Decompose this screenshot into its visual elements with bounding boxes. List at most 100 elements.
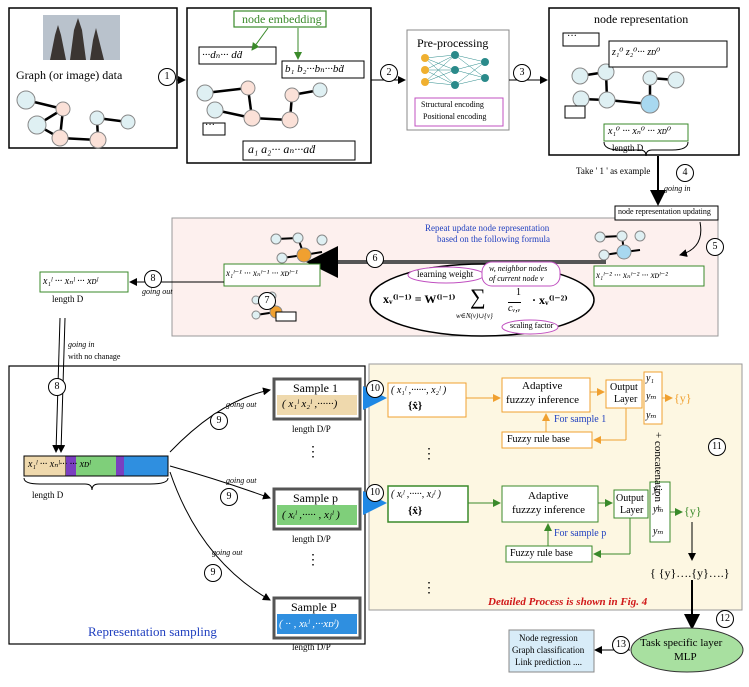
step-6: 6 [366,250,384,268]
output-layer-p-b: Layer [620,505,644,516]
fuzzy-vdots-2: ⋮ [422,581,436,596]
preprocessing-label: Pre-processing [417,36,489,50]
ym-row1: yₘ [646,391,657,402]
formula-lhs: xᵥ⁽ˡ⁻¹⁾ = W⁽ˡ⁻¹⁾ [383,292,456,306]
fuzzy-vec-p: ( xᵢˡ ,·····, xⱼˡ ) [391,489,441,500]
neighbor-note-2: of current node v [489,274,544,283]
fuzzy-vec-1: ( x₁ˡ ,······, x₂ˡ ) [391,385,447,396]
output-layer-1-b: Layer [614,394,638,405]
rule-base-1: Fuzzy rule base [507,434,570,445]
going-out-sp: going out [226,476,257,485]
going-out-sP: going out [212,548,243,557]
vec-l2: x₁ˡ⁻² ··· xₙˡ⁻² ··· xᴅˡ⁻² [596,270,668,280]
step-2: 2 [380,64,398,82]
adaptive-p-b: fuzzzy inference [512,504,585,516]
mlp-label-1: Task specific layer [640,637,723,649]
step-12: 12 [716,610,734,628]
output-layer-1-a: Output [610,382,638,393]
graph-data-label: Graph (or image) data [16,68,123,82]
repeat-text-1: Repeat update node representation [425,223,550,233]
samplep-vector: ( xᵢˡ ,····· , xⱼˡ ) [282,509,340,521]
structural-encoding: Structural encoding [421,100,484,109]
sampling-bar-text: x₁ˡ ··· xₙˡ··· ··· xᴅˡ [28,459,91,470]
formula-frac-top: 1 [516,287,521,298]
formula-sum: ∑ [470,284,486,309]
node-embedding-label: node embedding [242,12,322,26]
formula-rhs: · xᵥ⁽ˡ⁻²⁾ [532,293,568,307]
sample1-length: length D/P [292,424,331,434]
adaptive-1-b: fuzzzy inference [506,394,579,406]
sampleP-title: Sample P [291,600,337,614]
embedding-d-vector: ···dₙ··· dḋ [202,49,243,61]
y-all-set: { {y}….{y}….} [650,566,730,580]
sampleP-length: length D/P [292,642,331,652]
step-10a: 10 [366,380,384,398]
step-5: 5 [706,238,724,256]
vec-out: x₁ˡ ··· xₙˡ ··· xᴅˡ [43,276,99,287]
repeat-text-2: based on the following formula [437,234,550,244]
ym-rowp: yₘ [653,504,664,515]
nr-z-vector: z₁⁰ z₂⁰··· zᴅ⁰ [612,47,661,58]
step-4: 4 [676,164,694,182]
output-layer-p-a: Output [616,493,644,504]
node-embedding-box [186,7,372,164]
step-9c: 9 [204,564,222,582]
nr-length: length D [612,143,644,153]
nr-x-vector: x₁⁰ ··· xₙ⁰ ··· xᴅ⁰ [608,126,671,137]
step-7: 7 [258,292,276,310]
learning-weight: learning weight [417,269,474,279]
for-sample-p: For sample p [554,528,607,539]
scaling-factor: scaling factor [510,321,554,330]
neighbor-note-1: w, neighbor nodes [489,264,548,273]
adaptive-p-a: Adaptive [528,490,569,502]
yM-rowp: yₘ [653,526,664,537]
samplep-length: length D/P [292,534,331,544]
fuzzy-xhat-p: {x̂} [408,505,423,517]
y1-rowp: y₁ [653,484,661,495]
vec-l1: x₁ˡ⁻¹ ··· xₙˡ⁻¹ ··· xᴅˡ⁻¹ [226,268,298,278]
yM-row1: yₘ [646,410,657,421]
concatenation-label: + concatenation + [652,432,664,511]
step-3: 3 [513,64,531,82]
embedding-dots: ··· [205,120,215,131]
fuzzy-xhat-1: {x̂} [408,400,423,412]
y-set-1: {y} [674,391,692,405]
sampling-title: Representation sampling [88,624,217,639]
no-change: with no chanage [68,352,121,361]
fuzzy-vdots-1: ⋮ [422,447,436,462]
step-10b: 10 [366,484,384,502]
for-sample-1: For sample 1 [554,414,607,425]
step-9b: 9 [220,488,238,506]
node-embedding-tag-border [233,10,327,28]
formula-frac-bot: cᵥ,ᵥ [508,302,521,314]
step-8b: 8 [48,378,66,396]
nr-dots: ··· [567,31,577,42]
sample-vdots-1: ⋮ [306,445,320,460]
node-representation-label: node representation [594,12,689,26]
embedding-b-vector: b₁ b₂···bₙ···bḋ [285,63,344,75]
mlp-label-2: MLP [674,651,697,663]
going-in-label: going in [664,184,691,193]
step-11: 11 [708,438,726,456]
sampleP-vector: ( ·· , xₖˡ ,···xᴅˡ) [279,618,339,630]
positional-encoding: Positional encoding [423,112,487,121]
task-link-prediction: Link prediction .... [515,657,582,667]
step-1: 1 [158,68,176,86]
task-graph-classification: Graph classification [512,645,585,655]
rule-base-p: Fuzzy rule base [510,548,573,559]
step-8a: 8 [144,270,162,288]
y-set-p: {y} [684,504,702,518]
mlp-ellipse [630,627,744,673]
formula-sub: w∈N(v)∪{v} [456,312,493,320]
step-13: 13 [612,636,630,654]
task-node-regression: Node regression [519,633,578,643]
embedding-a-vector: a₁ a₂··· aₙ···aḋ [248,142,316,156]
sampling-bar-length: length D [32,490,64,500]
step-9a: 9 [210,412,228,430]
adaptive-1-a: Adaptive [522,380,563,392]
sample1-title: Sample 1 [293,381,338,395]
detailed-process-note: Detailed Process is shown in Fig. 4 [488,596,648,608]
samplep-title: Sample p [293,491,338,505]
update-box-label: node representation updating [618,207,711,216]
